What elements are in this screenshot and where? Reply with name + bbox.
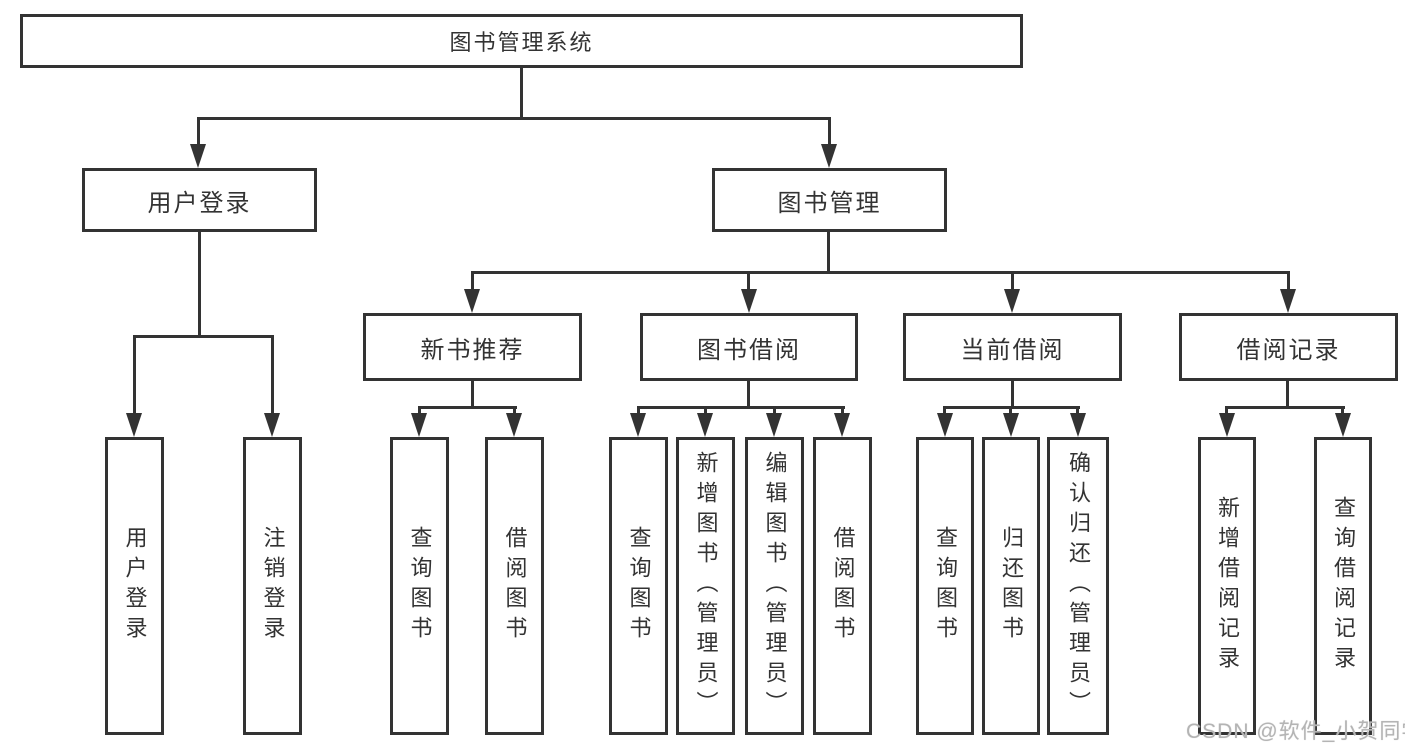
arrowhead-records xyxy=(1280,289,1296,313)
leaf-bor-query-books-label: 查询图书 xyxy=(626,526,652,646)
connector-drop-bor-leaf1 xyxy=(637,406,640,416)
leaf-user-login: 用户登录 xyxy=(105,437,164,735)
arrowhead-book-mgmt xyxy=(821,144,837,168)
arrowhead-login-leaf2 xyxy=(264,413,280,437)
arrowhead-recd-leaf2 xyxy=(1335,413,1351,437)
connector-drop-rec-leaf1 xyxy=(418,406,421,416)
leaf-cur-confirm-return-admin-label: 确认归还（管理员） xyxy=(1066,451,1091,721)
connector-drop-login-leaf2 xyxy=(271,335,274,415)
node-book-borrow: 图书借阅 xyxy=(640,313,858,381)
connector-drop-user-login xyxy=(197,117,200,145)
arrowhead-current xyxy=(1004,289,1020,313)
leaf-rec-query-books: 查询图书 xyxy=(390,437,449,735)
leaf-rec-query-books-label: 查询图书 xyxy=(407,526,433,646)
leaf-bor-add-books-admin-label: 新增图书（管理员） xyxy=(693,451,719,721)
connector-drop-records xyxy=(1287,271,1290,293)
connector-drop-recd-leaf1 xyxy=(1225,406,1228,416)
csdn-watermark: CSDN @软件_小贺同学 xyxy=(1186,720,1405,743)
connector-drop-cur-leaf2 xyxy=(1009,406,1012,416)
connector-drop-bor-leaf4 xyxy=(841,406,844,416)
connector-recommend-stub xyxy=(471,381,474,407)
arrowhead-cur-leaf3 xyxy=(1070,413,1086,437)
leaf-cur-return-books-label: 归还图书 xyxy=(999,526,1024,646)
connector-mgmt-stub xyxy=(827,232,830,274)
arrowhead-bor-leaf1 xyxy=(630,413,646,437)
connector-drop-cur-leaf1 xyxy=(943,406,946,416)
arrowhead-cur-leaf2 xyxy=(1003,413,1019,437)
connector-drop-bor-leaf3 xyxy=(773,406,776,416)
arrowhead-recd-leaf1 xyxy=(1219,413,1235,437)
leaf-cur-return-books: 归还图书 xyxy=(982,437,1040,735)
arrowhead-login-leaf1 xyxy=(126,413,142,437)
leaf-recd-query-record-label: 查询借阅记录 xyxy=(1331,496,1356,676)
connector-drop-recommend xyxy=(471,271,474,293)
leaf-bor-add-books-admin: 新增图书（管理员） xyxy=(676,437,735,735)
node-new-book-recommend: 新书推荐 xyxy=(363,313,582,381)
node-book-management: 图书管理 xyxy=(712,168,947,232)
node-borrow-records: 借阅记录 xyxy=(1179,313,1398,381)
connector-recommend-branch xyxy=(418,406,517,409)
arrowhead-recommend xyxy=(464,289,480,313)
connector-drop-recd-leaf2 xyxy=(1341,406,1344,416)
connector-borrow-branch xyxy=(637,406,845,409)
arrowhead-cur-leaf1 xyxy=(937,413,953,437)
leaf-bor-edit-books-admin: 编辑图书（管理员） xyxy=(745,437,804,735)
leaf-bor-query-books: 查询图书 xyxy=(609,437,668,735)
connector-root-stub xyxy=(520,68,523,118)
connector-drop-current xyxy=(1011,271,1014,293)
arrowhead-user-login xyxy=(190,144,206,168)
leaf-logout-label: 注销登录 xyxy=(260,526,286,646)
connector-category-branch xyxy=(471,271,1290,274)
connector-drop-rec-leaf2 xyxy=(513,406,516,416)
connector-records-stub xyxy=(1286,381,1289,407)
connector-current-stub xyxy=(1011,381,1014,407)
connector-drop-cur-leaf3 xyxy=(1076,406,1079,416)
leaf-cur-query-books-label: 查询图书 xyxy=(933,526,958,646)
leaf-rec-borrow-books-label: 借阅图书 xyxy=(502,526,528,646)
connector-borrow-stub xyxy=(747,381,750,407)
leaf-cur-query-books: 查询图书 xyxy=(916,437,974,735)
arrowhead-bor-leaf2 xyxy=(697,413,713,437)
connector-login-stub xyxy=(198,232,201,338)
arrowhead-bor-leaf4 xyxy=(834,413,850,437)
leaf-logout: 注销登录 xyxy=(243,437,302,735)
connector-level2-branch xyxy=(197,117,831,120)
leaf-bor-borrow-books: 借阅图书 xyxy=(813,437,872,735)
arrowhead-rec-leaf1 xyxy=(411,413,427,437)
leaf-recd-add-record: 新增借阅记录 xyxy=(1198,437,1256,735)
leaf-rec-borrow-books: 借阅图书 xyxy=(485,437,544,735)
leaf-user-login-label: 用户登录 xyxy=(122,526,148,646)
connector-login-branch xyxy=(133,335,274,338)
node-current-borrow: 当前借阅 xyxy=(903,313,1122,381)
connector-drop-borrow xyxy=(747,271,750,293)
arrowhead-rec-leaf2 xyxy=(506,413,522,437)
leaf-bor-borrow-books-label: 借阅图书 xyxy=(830,526,856,646)
connector-drop-bor-leaf2 xyxy=(704,406,707,416)
arrowhead-bor-leaf3 xyxy=(766,413,782,437)
leaf-recd-query-record: 查询借阅记录 xyxy=(1314,437,1372,735)
leaf-bor-edit-books-admin-label: 编辑图书（管理员） xyxy=(762,451,788,721)
connector-drop-login-leaf1 xyxy=(133,335,136,415)
leaf-cur-confirm-return-admin: 确认归还（管理员） xyxy=(1047,437,1109,735)
node-library-management-system: 图书管理系统 xyxy=(20,14,1023,68)
connector-drop-book-mgmt xyxy=(828,117,831,145)
leaf-recd-add-record-label: 新增借阅记录 xyxy=(1215,496,1240,676)
arrowhead-borrow xyxy=(741,289,757,313)
node-user-login: 用户登录 xyxy=(82,168,317,232)
connector-records-branch xyxy=(1225,406,1345,409)
